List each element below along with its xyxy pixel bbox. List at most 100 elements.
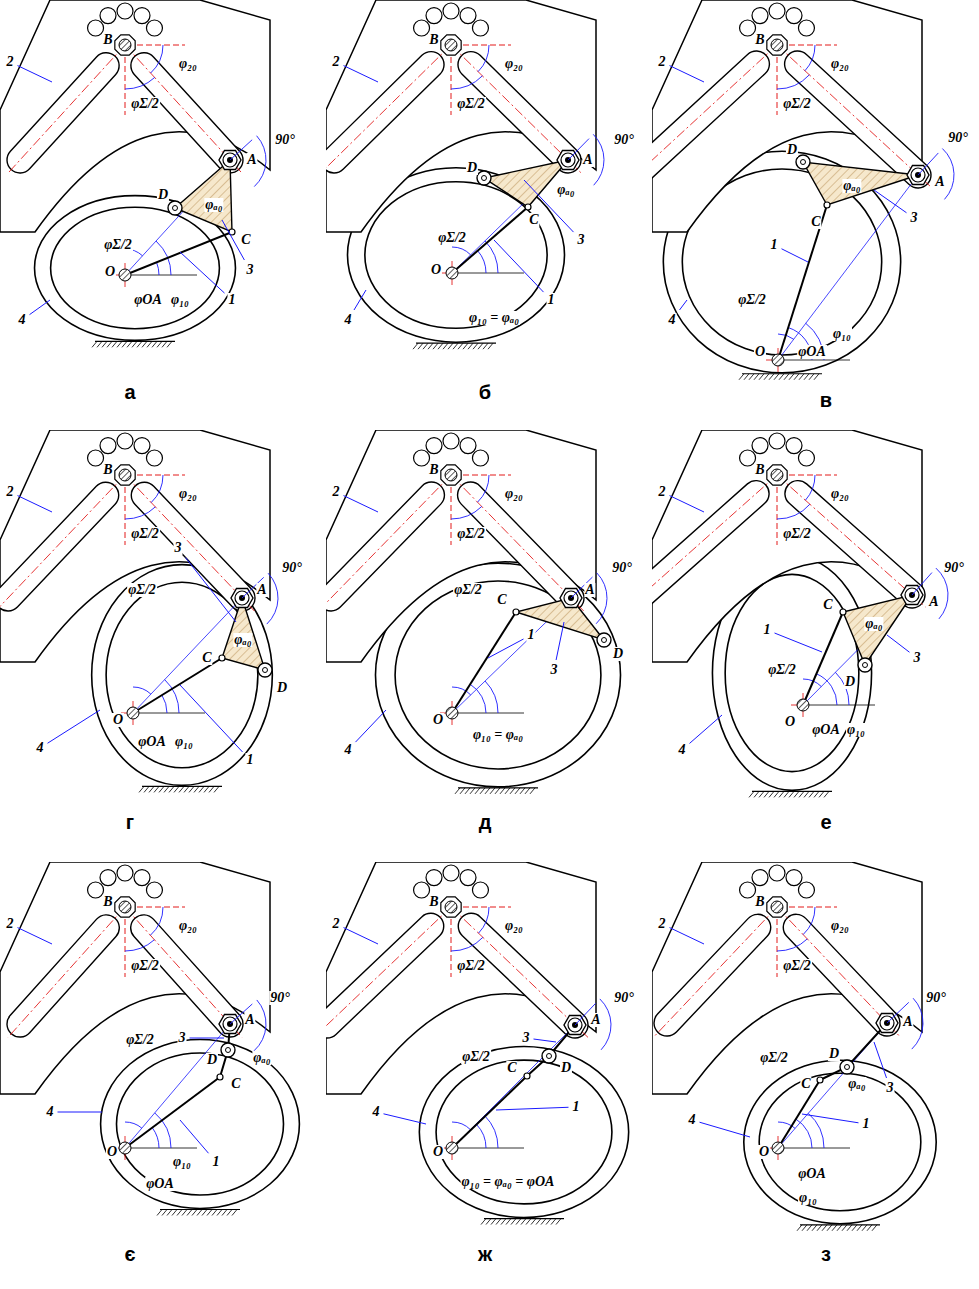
panel-letter: є [123,1244,136,1264]
angle-arc [485,241,498,273]
annotation-label: C [506,1061,517,1075]
cam-outer-contour [744,1060,936,1224]
ground-hatch [154,786,159,792]
angle-arc [796,1119,812,1148]
arm-centerline [8,907,125,1037]
joint [840,609,846,615]
reference-line [452,273,524,274]
annotation-label: φ₂₀ [178,919,198,933]
ground-hatch [754,374,759,380]
angle-arc [162,695,167,713]
reference-line [463,45,511,46]
reference-line [463,907,511,908]
leader-line [887,635,910,652]
pivot-shaft [127,707,139,719]
callout-number: 4 [46,1105,55,1119]
crank-link [452,612,516,713]
ground-hatch [443,343,448,349]
reference-line [137,45,185,46]
ground-hatch [92,341,97,347]
annotation-label: O [432,713,444,727]
roller [597,633,611,647]
leader-line [680,300,688,310]
arm-centerline [326,45,451,173]
crank-link [778,1080,820,1148]
pivot-shaft [797,699,809,711]
hub-shaft [445,901,457,913]
rocker-link [820,1023,887,1080]
annotation-label: 90° [613,991,635,1005]
annotation-label: φ₁₀ [798,1191,818,1205]
center-distance-line [452,160,568,273]
annotation-label: φΣ/2 [782,97,812,111]
reference-line [137,907,185,908]
annotation-label: C [528,213,539,227]
ground-hatch [169,786,174,792]
annotation-label: φ₂₀ [830,919,850,933]
ground-hatch [132,341,137,347]
ground-hatch [531,1219,536,1225]
ground-hatch [799,374,804,380]
pivot-shaft [119,269,131,281]
gear-tooth-space [414,882,430,898]
gear-tooth-space [426,870,442,886]
ground-hatch [530,788,535,794]
ground-hatch [413,343,418,349]
ground-hatch [789,791,794,797]
annotation-label: φ₂₀ [178,57,198,71]
ground-hatch [194,786,199,792]
gear-tooth-space [88,450,104,466]
ground-hatch [516,1219,521,1225]
mechanism-panel [326,862,629,1225]
ground-hatch [177,1209,182,1215]
crank-link [133,658,222,713]
mechanism-panel [0,430,278,792]
roller-pin [547,1054,552,1059]
ground-hatch [172,1209,177,1215]
gear-tooth-space [134,8,150,24]
arm-centerline [0,475,125,611]
annotation-label: O [432,1145,444,1159]
annotation-label: 90° [281,561,303,575]
gear-tooth-space [134,870,150,886]
sector-arm-slot [652,481,769,608]
panel-letter: б [478,382,492,402]
reference-line [125,57,126,115]
callout-number: 1 [770,238,779,252]
arm-centerline [326,907,451,1037]
angle-arc [777,75,809,89]
annotation-label: φΣ/2 [103,238,133,252]
mechanism-panel [652,430,948,797]
sector-arm-slot [326,52,444,173]
ground-hatch [202,1209,207,1215]
reference-line [452,1148,524,1149]
annotation-label: D [466,161,478,175]
ground-hatch [473,343,478,349]
annotation-label: D [612,647,624,661]
annotation-label: φₐ₀ [252,1051,271,1065]
ground-hatch [759,374,764,380]
ground-hatch [827,1225,832,1231]
ground-hatch [197,1209,202,1215]
ground-hatch [536,1219,541,1225]
ground-hatch [789,374,794,380]
callout-number: 4 [678,743,687,757]
crank-link [125,232,232,275]
annotation-label: φₐ₀ [233,633,252,647]
center-distance-line [778,1023,887,1148]
gear-tooth-space [798,20,814,36]
joint [217,1074,223,1080]
callout-number: 3 [886,1081,895,1095]
callout-number: 1 [527,628,536,642]
annotation-label: φ₁₀ = φₐ₀ = φOA [461,1175,556,1189]
cam-groove-contour [725,574,859,771]
ground-hatch [807,1225,812,1231]
ground-hatch [764,791,769,797]
gear-tooth-space [752,438,768,454]
roller [796,155,810,169]
leader-line [690,715,723,743]
ground-hatch [769,791,774,797]
leader-line [556,622,564,660]
ground-hatch [222,1209,227,1215]
mechanism-panel [326,430,621,794]
